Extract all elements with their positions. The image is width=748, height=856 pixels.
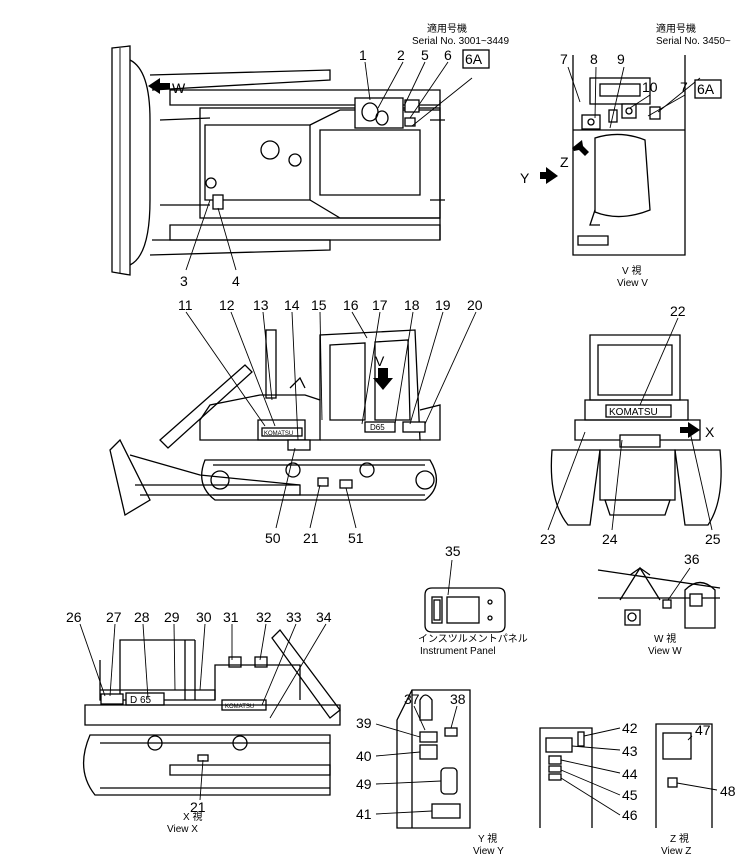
view-x-en: View X — [167, 824, 198, 835]
callout-15: 15 — [311, 297, 327, 313]
callout-14: 14 — [284, 297, 300, 313]
callout-27: 27 — [106, 609, 122, 625]
callout-29: 29 — [164, 609, 180, 625]
callout-36: 36 — [684, 551, 700, 567]
callout-20: 20 — [467, 297, 483, 313]
callout-22: 22 — [670, 303, 686, 319]
callout-11: 11 — [178, 297, 193, 313]
callout-13: 13 — [253, 297, 269, 313]
callout-34: 34 — [316, 609, 332, 625]
callout-5: 5 — [421, 47, 429, 63]
rear-view: KOMATSU X — [547, 317, 722, 531]
arrow-y-label: Y — [520, 170, 530, 186]
callout-9: 9 — [617, 51, 625, 67]
callout-18: 18 — [404, 297, 420, 313]
view-v-drawing: Y Z — [520, 55, 701, 256]
callout-6a-left: 6A — [465, 51, 483, 67]
callout-43: 43 — [622, 743, 638, 759]
view-y-en: View Y — [473, 846, 504, 856]
serial-right-jp: 適用号機 — [656, 22, 696, 35]
callout-1: 1 — [359, 47, 367, 63]
view-v-en: View V — [617, 278, 648, 289]
callout-33: 33 — [286, 609, 302, 625]
view-w-en: View W — [648, 646, 682, 657]
serial-left-jp: 適用号機 — [427, 22, 467, 35]
view-w-drawing — [597, 566, 721, 629]
arrow-w-label: W — [172, 80, 186, 96]
view-z-drawing — [655, 723, 718, 828]
callout-32: 32 — [256, 609, 272, 625]
view-z-en: View Z — [661, 846, 691, 856]
arrow-z-label: Z — [560, 154, 569, 170]
callout-31: 31 — [223, 609, 239, 625]
serial-right-en: Serial No. 3450~ — [656, 36, 731, 47]
callout-12: 12 — [219, 297, 235, 313]
view-z-jp: Z 視 — [670, 832, 689, 845]
callout-6a-right: 6A — [697, 81, 715, 97]
decal-komatsu-x: KOMATSU — [225, 704, 254, 710]
arrow-x-label: X — [705, 424, 715, 440]
instrument-panel-en: Instrument Panel — [420, 646, 496, 657]
view-x-jp: X 視 — [183, 810, 202, 823]
callout-23: 23 — [540, 531, 556, 547]
callout-50: 50 — [265, 530, 281, 546]
callout-2: 2 — [397, 47, 405, 63]
callout-39: 39 — [356, 715, 372, 731]
callout-40: 40 — [356, 748, 372, 764]
arrow-v-label: V — [375, 353, 385, 369]
view-w-jp: W 視 — [654, 632, 676, 645]
callout-49: 49 — [356, 776, 372, 792]
view-y-drawing — [375, 689, 471, 829]
callout-21-x: 21 — [190, 799, 206, 815]
decal-komatsu-rear: KOMATSU — [609, 407, 658, 418]
callout-42: 42 — [622, 720, 638, 736]
callout-41: 41 — [356, 806, 372, 822]
callout-6: 6 — [444, 47, 452, 63]
view-v-jp: V 視 — [622, 264, 641, 277]
callout-3: 3 — [180, 273, 188, 289]
callout-48: 48 — [720, 783, 736, 799]
serial-left-en: Serial No. 3001~3449 — [412, 36, 509, 47]
decal-komatsu-side: KOMATSU — [264, 431, 293, 437]
callout-7: 7 — [560, 51, 568, 67]
callout-46: 46 — [622, 807, 638, 823]
view-y2-drawing — [539, 727, 621, 828]
callout-25: 25 — [705, 531, 721, 547]
callout-30: 30 — [196, 609, 212, 625]
instrument-panel-jp: インスツルメントパネル — [418, 633, 528, 645]
callout-4: 4 — [232, 273, 240, 289]
callout-16: 16 — [343, 297, 359, 313]
decal-d65-x: D 65 — [130, 695, 152, 706]
callout-47: 47 — [695, 722, 711, 738]
callout-38: 38 — [450, 691, 466, 707]
plan-view: W — [111, 45, 473, 276]
callout-45: 45 — [622, 787, 638, 803]
callout-19: 19 — [435, 297, 451, 313]
callout-28: 28 — [134, 609, 150, 625]
callout-26: 26 — [66, 609, 82, 625]
callout-17: 17 — [372, 297, 388, 313]
callout-37: 37 — [404, 691, 420, 707]
instrument-panel-drawing — [424, 559, 506, 633]
callout-44: 44 — [622, 766, 638, 782]
callout-7b: 7 — [680, 79, 688, 95]
callout-24: 24 — [602, 531, 618, 547]
callout-21-side: 21 — [303, 530, 319, 546]
view-x-drawing: D 65 KOMATSU — [79, 623, 341, 801]
side-view: KOMATSU V D65 — [109, 311, 477, 529]
callout-35: 35 — [445, 543, 461, 559]
callout-10: 10 — [642, 79, 658, 95]
callout-51: 51 — [348, 530, 364, 546]
callout-8: 8 — [590, 51, 598, 67]
view-y-jp: Y 視 — [478, 832, 497, 845]
decal-d65-side: D65 — [370, 423, 385, 432]
